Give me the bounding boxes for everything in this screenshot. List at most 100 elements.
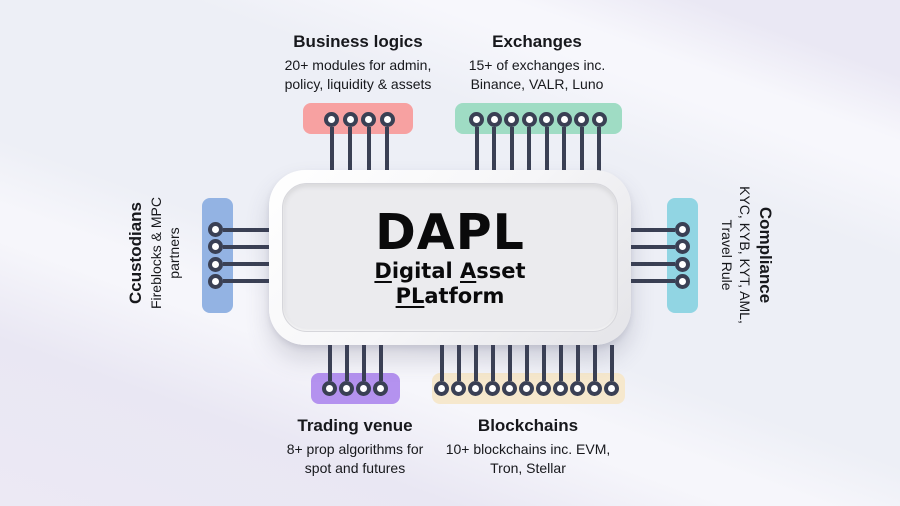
connector-pin — [322, 345, 337, 396]
connector-pin — [451, 345, 466, 396]
label-blockchains: Blockchains 10+ blockchains inc. EVM,Tro… — [438, 415, 618, 477]
pin-stem — [329, 127, 334, 173]
connector-pin — [553, 345, 568, 396]
pin-stem — [628, 279, 675, 284]
connector-pin — [434, 345, 449, 396]
trading-venue-title: Trading venue — [297, 416, 413, 435]
connector-pin — [591, 112, 607, 173]
pin-stem — [344, 345, 349, 381]
pin-stem — [575, 345, 580, 381]
custodians-title: Ccustodians — [126, 201, 145, 305]
connector-pin — [570, 345, 585, 396]
connector-pin — [502, 345, 517, 396]
pin-circle-icon — [342, 112, 358, 127]
connector-pin — [628, 273, 690, 289]
connector-pin — [604, 345, 619, 396]
pin-circle-icon — [361, 112, 377, 127]
pin-stem — [456, 345, 461, 381]
connector-pin — [628, 256, 690, 272]
pin-stem — [597, 127, 602, 173]
pin-stem — [492, 127, 497, 173]
blockchains-title: Blockchains — [477, 416, 579, 435]
pin-stem — [223, 244, 272, 249]
pin-stem — [223, 279, 272, 284]
pin-circle-icon — [208, 222, 223, 237]
pin-circle-icon — [604, 381, 619, 396]
business-logics-description: 20+ modules for admin,policy, liquidity … — [284, 57, 432, 92]
pin-circle-icon — [208, 256, 223, 272]
pin-circle-icon — [504, 112, 520, 127]
pins-custodians — [208, 222, 272, 289]
connector-pin — [356, 345, 371, 396]
pin-circle-icon — [208, 239, 223, 255]
connector-pin — [468, 345, 483, 396]
pin-circle-icon — [379, 112, 395, 127]
exchanges-title: Exchanges — [492, 32, 582, 51]
pin-circle-icon — [536, 381, 551, 396]
pin-circle-icon — [322, 381, 337, 396]
pin-stem — [378, 345, 383, 381]
pin-stem — [609, 345, 614, 381]
pin-stem — [385, 127, 390, 173]
connector-pin — [587, 345, 602, 396]
pins-trading-venue — [322, 345, 388, 396]
pin-circle-icon — [591, 112, 607, 127]
connector-pin — [324, 112, 339, 173]
connector-pin — [342, 112, 358, 173]
connector-pin — [208, 273, 272, 289]
pin-stem — [558, 345, 563, 381]
connector-pin — [373, 345, 388, 396]
pin-circle-icon — [208, 273, 223, 289]
connector-pin — [556, 112, 572, 173]
connector-pin — [519, 345, 534, 396]
exchanges-description: 15+ of exchanges inc.Binance, VALR, Luno — [468, 57, 606, 92]
connector-pin — [539, 112, 555, 173]
pin-circle-icon — [675, 256, 690, 272]
pin-circle-icon — [356, 381, 371, 396]
pin-stem — [524, 345, 529, 381]
connector-pin — [486, 112, 502, 173]
pin-stem — [474, 127, 479, 173]
pin-circle-icon — [486, 112, 502, 127]
connector-pin — [208, 222, 272, 237]
pin-circle-icon — [434, 381, 449, 396]
connector-pin — [469, 112, 484, 173]
pin-circle-icon — [556, 112, 572, 127]
pin-circle-icon — [451, 381, 466, 396]
pin-stem — [527, 127, 532, 173]
pin-circle-icon — [574, 112, 590, 127]
pad-compliance — [667, 198, 698, 313]
pin-circle-icon — [675, 222, 690, 237]
pin-stem — [439, 345, 444, 381]
pin-circle-icon — [469, 112, 484, 127]
pin-stem — [628, 262, 675, 267]
pin-stem — [562, 127, 567, 173]
pin-stem — [223, 227, 272, 232]
pins-compliance — [628, 222, 690, 289]
pin-circle-icon — [339, 381, 354, 396]
chip-title: DAPL — [375, 203, 525, 261]
pin-stem — [592, 345, 597, 381]
pin-stem — [490, 345, 495, 381]
pins-exchanges — [469, 112, 607, 173]
compliance-description: KYC, KYB, KYT, AML,Travel Rule — [719, 186, 753, 324]
pin-circle-icon — [373, 381, 388, 396]
pin-stem — [507, 345, 512, 381]
pins-blockchains — [434, 345, 619, 396]
connector-pin — [521, 112, 537, 173]
pin-circle-icon — [675, 273, 690, 289]
pin-circle-icon — [675, 239, 690, 255]
connector-pin — [208, 239, 272, 255]
label-business-logics: Business logics 20+ modules for admin,po… — [268, 31, 448, 93]
pin-circle-icon — [570, 381, 585, 396]
connector-pin — [485, 345, 500, 396]
connector-pin — [361, 112, 377, 173]
blockchains-description: 10+ blockchains inc. EVM,Tron, Stellar — [445, 441, 611, 476]
label-exchanges: Exchanges 15+ of exchanges inc.Binance, … — [447, 31, 627, 93]
pin-stem — [628, 227, 675, 232]
pin-circle-icon — [468, 381, 483, 396]
